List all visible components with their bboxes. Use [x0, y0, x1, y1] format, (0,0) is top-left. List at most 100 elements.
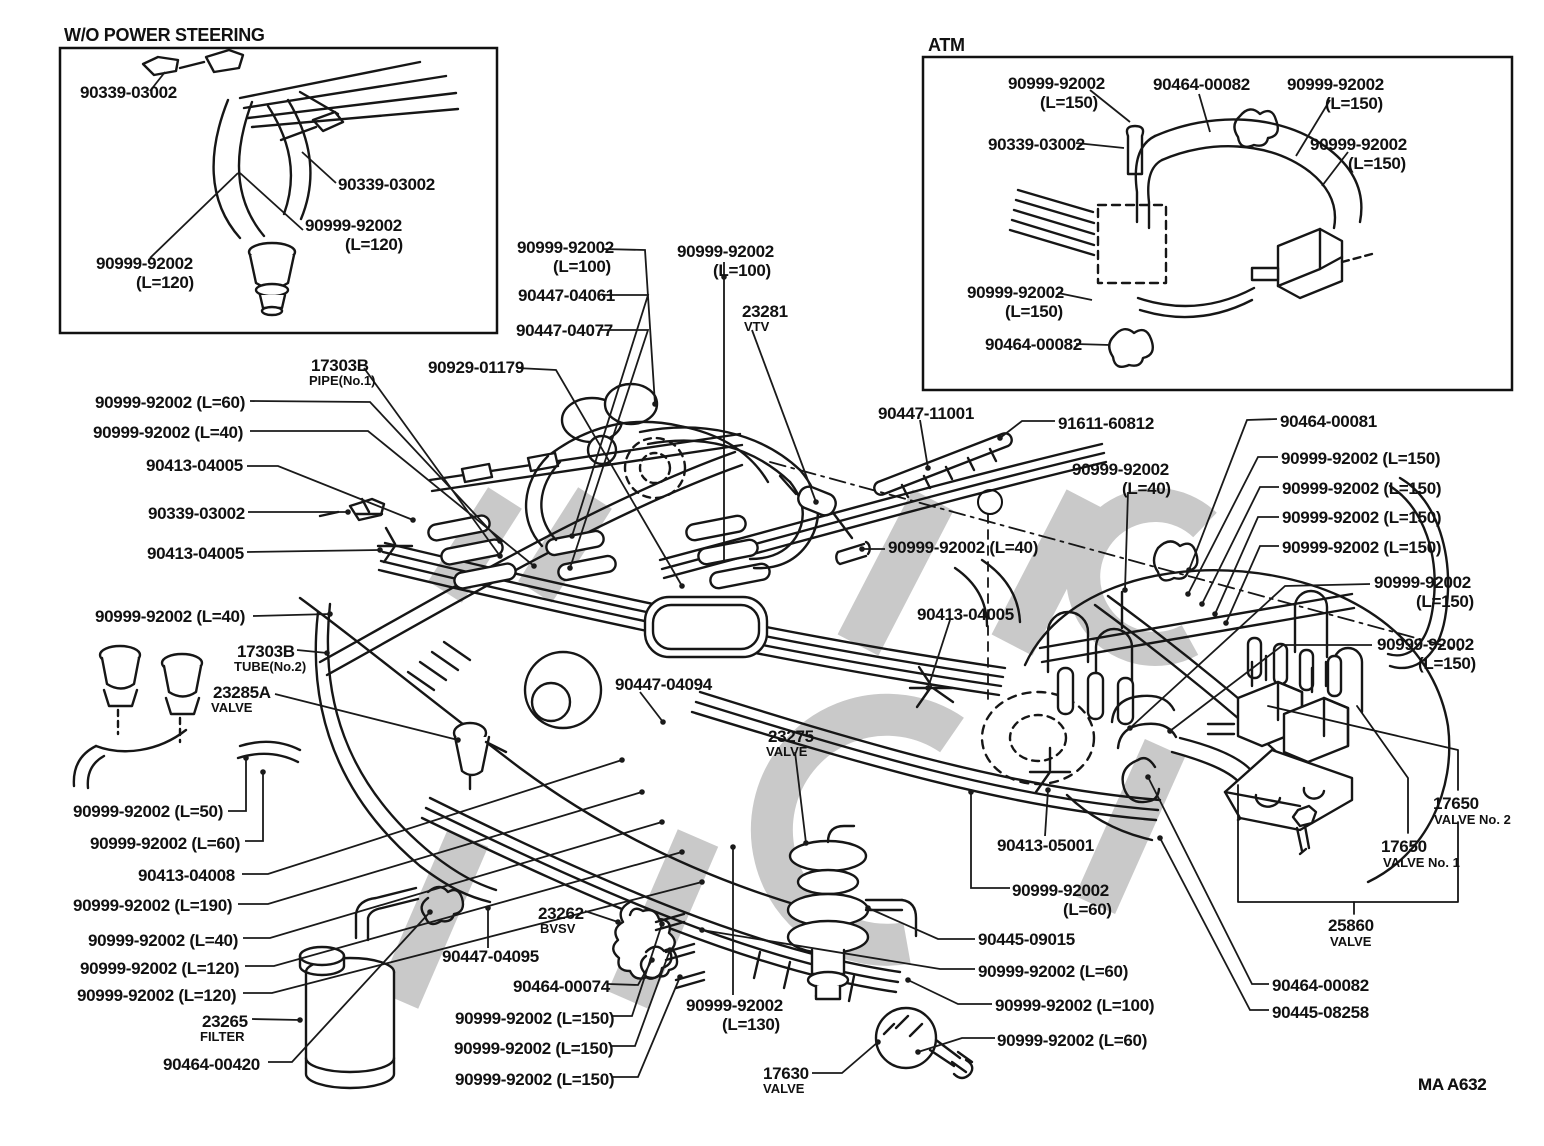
part-label: (L=150): [1040, 93, 1098, 112]
part-label: 90447-04094: [615, 675, 712, 694]
part-label: 90999-92002: [517, 238, 614, 257]
part-label: 90464-00081: [1280, 412, 1377, 431]
part-label: 90999-92002 (L=40): [88, 931, 239, 950]
part-label: 90999-92002 (L=150): [1282, 508, 1442, 527]
part-label: 90999-92002: [967, 283, 1064, 302]
part-label: 90464-00074: [513, 977, 610, 996]
part-label: 17650: [1433, 794, 1479, 813]
inset1-title: W/O POWER STEERING: [64, 25, 265, 45]
part-label: 90999-92002: [1310, 135, 1407, 154]
part-label: 90999-92002 (L=100): [995, 996, 1155, 1015]
part-label: 90339-03002: [148, 504, 245, 523]
part-label: 23275: [768, 727, 814, 746]
part-label: 90464-00420: [163, 1055, 260, 1074]
part-label: 90999-92002: [1374, 573, 1471, 592]
part-label: 90445-09015: [978, 930, 1075, 949]
part-label: 90999-92002 (L=150): [454, 1039, 614, 1058]
part-label: (L=150): [1325, 94, 1383, 113]
part-label: 17650: [1381, 837, 1427, 856]
part-label: 90999-92002: [686, 996, 783, 1015]
part-label: 90999-92002: [1287, 75, 1384, 94]
part-label: VALVE No. 2: [1434, 812, 1511, 827]
part-label: 23281: [742, 302, 788, 321]
part-label: TUBE(No.2): [234, 659, 307, 674]
part-label: 23285A: [213, 683, 271, 702]
part-label: 90413-04005: [147, 544, 244, 563]
part-label: 17630: [763, 1064, 809, 1083]
part-label: 90339-03002: [338, 175, 435, 194]
part-label: 90413-05001: [997, 836, 1094, 855]
part-label: 90999-92002 (L=150): [1282, 538, 1442, 557]
part-label: 90999-92002 (L=150): [1281, 449, 1441, 468]
part-label: 90999-92002 (L=60): [978, 962, 1129, 981]
part-label: (L=60): [1063, 900, 1112, 919]
part-label: 90999-92002: [1012, 881, 1109, 900]
part-label: VALVE No. 1: [1383, 855, 1460, 870]
part-label: (L=150): [1418, 654, 1476, 673]
part-label: 91611-60812: [1058, 414, 1154, 433]
part-label: VTV: [744, 319, 770, 334]
part-label: 90999-92002: [1377, 635, 1474, 654]
part-label: 90445-08258: [1272, 1003, 1369, 1022]
inset-boxes: [58, 46, 1514, 392]
part-label: (L=120): [136, 273, 194, 292]
inset1-art: [141, 48, 460, 317]
part-label: VALVE: [211, 700, 253, 715]
part-label: 90999-92002 (L=60): [95, 393, 246, 412]
page-code: MA A632: [1418, 1075, 1487, 1094]
part-label: 23265: [202, 1012, 248, 1031]
part-label: 90464-00082: [1153, 75, 1250, 94]
part-label: (L=40): [1122, 479, 1171, 498]
part-label: 90447-04095: [442, 947, 539, 966]
part-label: 25860: [1328, 916, 1374, 935]
part-label: VALVE: [763, 1081, 805, 1096]
main-art: [72, 276, 1461, 1090]
part-label: 90999-92002: [305, 216, 402, 235]
part-label: 90339-03002: [988, 135, 1085, 154]
part-label: 90999-92002 (L=40): [93, 423, 244, 442]
part-label: 90413-04008: [138, 866, 235, 885]
part-label: 90464-00082: [1272, 976, 1369, 995]
part-label: 17303B: [237, 642, 295, 661]
part-label: 90464-00082: [985, 335, 1082, 354]
part-label: 90447-04061: [518, 286, 615, 305]
part-label: 90339-03002: [80, 83, 177, 102]
part-label: BVSV: [540, 921, 576, 936]
part-label: 90413-04005: [146, 456, 243, 475]
part-label: 90999-92002 (L=120): [77, 986, 237, 1005]
part-label: 90999-92002 (L=190): [73, 896, 233, 915]
part-label: 90999-92002 (L=150): [1282, 479, 1442, 498]
inset2-art: [1008, 108, 1374, 368]
part-label: VALVE: [1330, 934, 1372, 949]
leader-lines: [149, 71, 1372, 1078]
part-label: 90999-92002: [1008, 74, 1105, 93]
part-label: 90929-01179: [428, 358, 524, 377]
part-label: (L=150): [1005, 302, 1063, 321]
part-label: 90999-92002 (L=120): [80, 959, 240, 978]
part-label: 90999-92002 (L=40): [888, 538, 1039, 557]
part-label: (L=130): [722, 1015, 780, 1034]
part-label: 90999-92002 (L=60): [90, 834, 241, 853]
part-label: 23262: [538, 904, 584, 923]
part-label: 90413-04005: [917, 605, 1014, 624]
b-marker: [977, 489, 1003, 515]
inset2-title: ATM: [928, 35, 965, 55]
part-label: (L=100): [713, 261, 771, 280]
part-label: (L=120): [345, 235, 403, 254]
part-label: (L=150): [1348, 154, 1406, 173]
part-label: 90999-92002: [96, 254, 193, 273]
part-label: 90999-92002 (L=60): [997, 1031, 1148, 1050]
part-label: (L=150): [1416, 592, 1474, 611]
part-label: (L=100): [553, 257, 611, 276]
part-label: 90999-92002: [677, 242, 774, 261]
part-label: VALVE: [766, 744, 808, 759]
part-label: 90999-92002 (L=150): [455, 1009, 615, 1028]
part-label: 17303B: [311, 356, 369, 375]
part-label: 90999-92002 (L=40): [95, 607, 246, 626]
part-label: 90999-92002: [1072, 460, 1169, 479]
part-label: 90447-11001: [878, 404, 974, 423]
part-label: MA A632: [1418, 1075, 1487, 1094]
part-label: 90447-04077: [516, 321, 613, 340]
